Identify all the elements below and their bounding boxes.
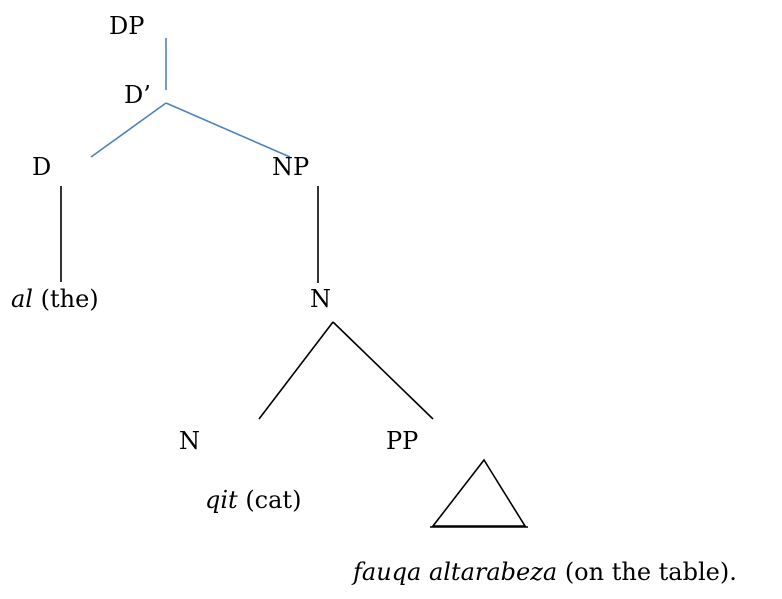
branch-dbar-np xyxy=(165,102,291,158)
leaf-al-word: al xyxy=(11,285,33,313)
node-pp: PP xyxy=(386,427,419,455)
leaf-pp-phrase-gloss: (on the table). xyxy=(557,558,737,586)
leaf-qit-gloss: (cat) xyxy=(237,486,302,514)
leaf-al: al (the) xyxy=(11,287,99,311)
leaf-al-gloss: (the) xyxy=(32,285,99,313)
leaf-qit-word: qit xyxy=(205,486,238,514)
pp-triangle xyxy=(431,458,527,527)
leaf-pp-phrase-word: fauqa altarabeza xyxy=(353,558,558,586)
node-n-upper: N xyxy=(310,285,331,313)
branch-n-pp xyxy=(332,321,434,420)
leaf-pp-phrase: fauqa altarabeza (on the table). xyxy=(353,560,737,584)
node-d: D xyxy=(32,153,52,181)
branch-dbar-d xyxy=(90,102,167,158)
branch-n-n xyxy=(258,321,334,420)
node-np: NP xyxy=(272,153,310,181)
node-d-bar: D’ xyxy=(124,81,151,109)
node-dp: DP xyxy=(109,12,145,40)
node-n-lower: N xyxy=(179,427,200,455)
leaf-qit: qit (cat) xyxy=(205,488,301,512)
